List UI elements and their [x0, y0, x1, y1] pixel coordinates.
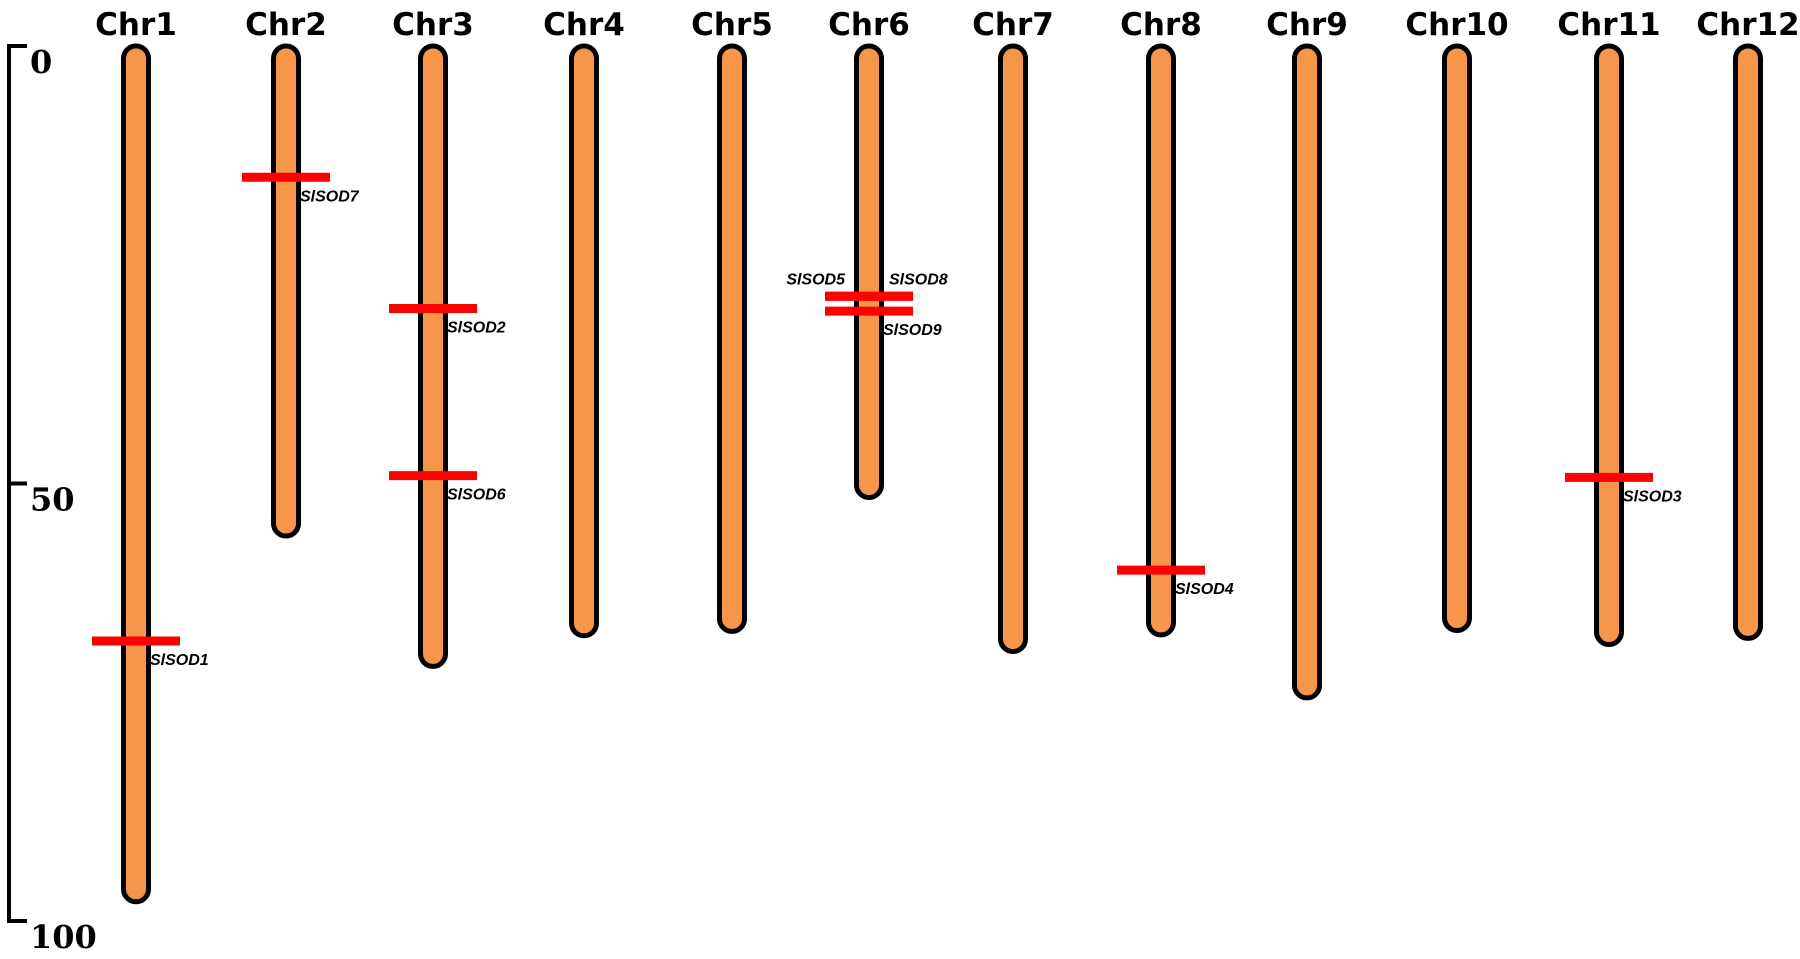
chromosomes-group: Chr1 Chr2 Chr3 Chr4 Chr5 Chr6 Chr7 Chr8 Chr9 Chr1…	[95, 7, 1800, 905]
chromosome-chr2	[271, 43, 301, 539]
gene-label-slsod7: SlSOD7	[300, 188, 360, 205]
chromosome-label-chr10: Chr10	[1405, 7, 1508, 43]
gene-label-slsod6: SlSOD6	[447, 487, 506, 504]
scale-tick-label-0: 0	[30, 43, 52, 81]
gene-marker-slsod9	[825, 306, 913, 316]
chromosome-chr11	[1594, 43, 1624, 647]
chromosome-label-chr12: Chr12	[1696, 7, 1799, 43]
chromosome-label-chr2: Chr2	[245, 7, 327, 43]
chromosome-chr7	[998, 43, 1028, 654]
chromosome-label-chr11: Chr11	[1557, 7, 1660, 43]
chromosome-chr8	[1146, 43, 1176, 638]
chromosome-label-chr4: Chr4	[543, 7, 625, 43]
gene-label-slsod8: SlSOD8	[889, 271, 948, 288]
gene-marker-slsod7	[242, 172, 330, 182]
chromosome-label-chr6: Chr6	[828, 7, 910, 43]
gene-marker-slsod3	[1565, 472, 1653, 482]
chromosome-chr4	[569, 43, 599, 639]
gene-label-slsod4: SlSOD4	[1175, 581, 1234, 598]
scale-tick-label-50: 50	[30, 481, 75, 519]
chromosome-chr1	[121, 43, 151, 905]
chromosome-chr5	[717, 43, 747, 634]
scale-tick-label-100: 100	[30, 918, 97, 956]
chromosome-chr12	[1733, 43, 1763, 641]
chromosome-chr3	[418, 43, 448, 669]
gene-marker-slsod1	[92, 636, 180, 646]
gene-marker-slsod6	[389, 471, 477, 481]
gene-label-slsod2: SlSOD2	[447, 320, 506, 337]
chromosome-label-chr5: Chr5	[691, 7, 773, 43]
gene-marker-slsod8	[825, 291, 913, 301]
gene-marker-slsod4	[1117, 565, 1205, 575]
chromosome-label-chr3: Chr3	[392, 7, 474, 43]
chromosome-chr9	[1292, 43, 1322, 701]
chromosome-chr10	[1442, 43, 1472, 633]
chromosome-label-chr9: Chr9	[1266, 7, 1348, 43]
chromosome-chr6	[854, 43, 884, 500]
gene-label-slsod1: SlSOD1	[150, 652, 209, 669]
gene-label-slsod5: SlSOD5	[786, 271, 846, 288]
gene-label-slsod9: SlSOD9	[883, 322, 942, 339]
chromosome-label-chr7: Chr7	[972, 7, 1054, 43]
scale-bar: 0 50 100	[7, 43, 97, 956]
chromosome-label-chr1: Chr1	[95, 7, 177, 43]
gene-marker-slsod2	[389, 304, 477, 313]
chromosome-label-chr8: Chr8	[1120, 7, 1202, 43]
gene-label-slsod3: SlSOD3	[1623, 488, 1682, 505]
